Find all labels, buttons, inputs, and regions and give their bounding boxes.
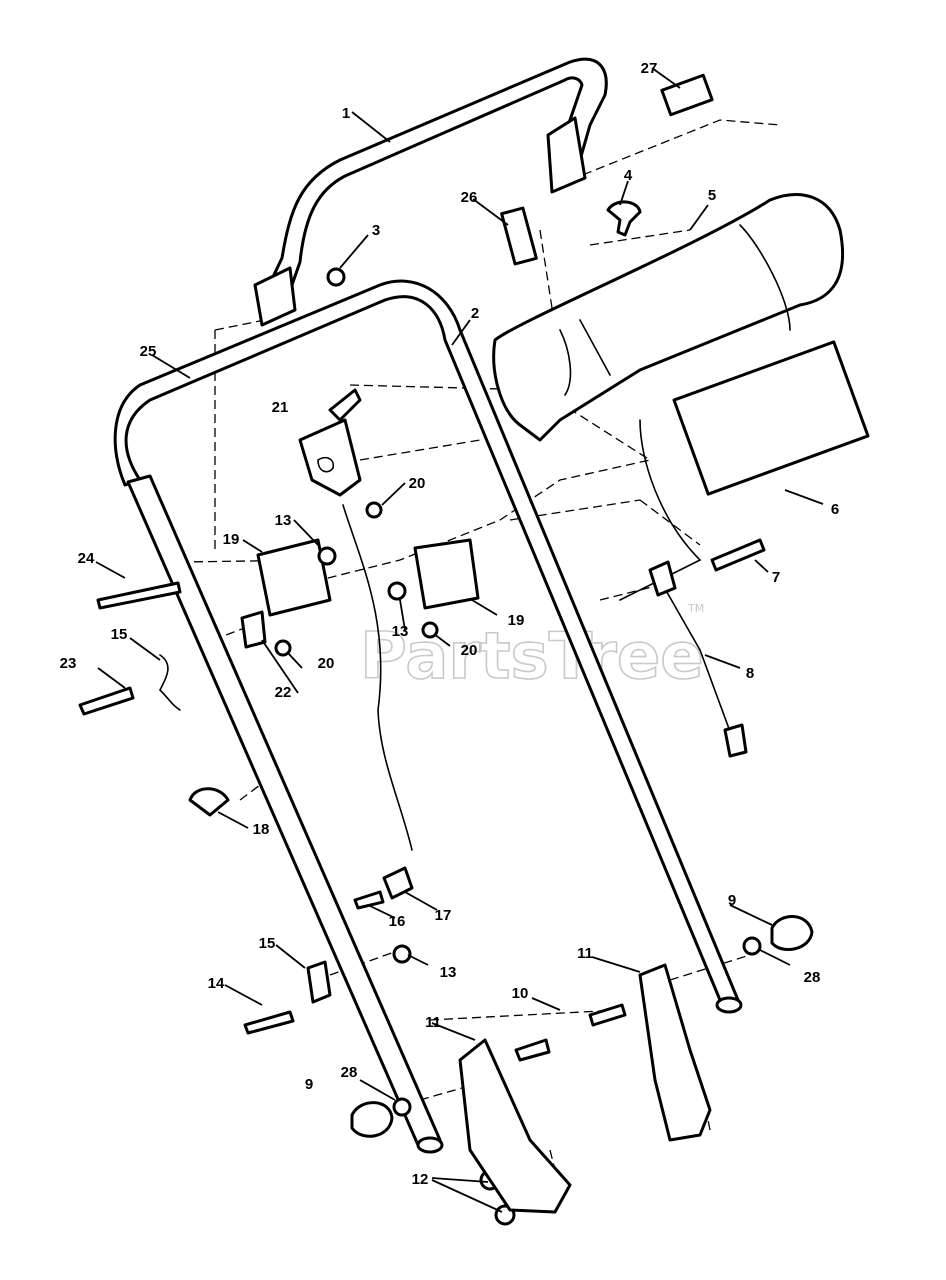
nut-3: [326, 267, 346, 287]
cable-guide-18: [188, 787, 230, 817]
warning-decal: [500, 206, 538, 266]
brake-cable: [659, 579, 736, 746]
callout-8: 8: [746, 665, 754, 682]
screw-16: [353, 890, 385, 910]
callout-11-right: 11: [577, 945, 593, 962]
nut-13b: [387, 581, 407, 601]
callout-19-left: 19: [223, 531, 240, 548]
cable-bracket: [648, 560, 677, 597]
watermark: PartsTree TM: [359, 602, 704, 695]
nut-13c: [392, 944, 412, 964]
watermark-text: PartsTree: [360, 620, 704, 694]
watermark-trademark: TM: [687, 602, 704, 615]
washer-28a: [392, 1097, 412, 1117]
callout-24: 24: [78, 550, 95, 567]
callout-21: 21: [272, 399, 289, 416]
control-bracket: [298, 388, 362, 497]
callout-20-left: 20: [318, 655, 335, 672]
callout-1: 1: [342, 105, 350, 122]
handle-knob-left: [350, 1101, 394, 1138]
callout-18: 18: [253, 821, 270, 838]
control-mount-right: [413, 538, 480, 610]
carriage-bolt-a: [588, 1003, 627, 1027]
washer-28b: [742, 936, 762, 956]
callout-11-left: 11: [425, 1014, 441, 1031]
bolt-7: [710, 538, 766, 572]
callout-numbers: 1 2 3 4 5 6 7 8 9 9 10 11 11 12 13 13 13…: [60, 60, 840, 1188]
callout-28-left: 28: [341, 1064, 358, 1081]
callout-13-low: 13: [440, 964, 457, 981]
callout-22: 22: [275, 684, 292, 701]
callout-14: 14: [208, 975, 225, 992]
callout-17: 17: [435, 907, 452, 924]
bolt-23: [78, 686, 135, 716]
nut-13a: [317, 546, 337, 566]
cable-clamp: [382, 866, 414, 900]
callout-6: 6: [831, 501, 839, 518]
handle-bracket-left: [458, 1038, 572, 1214]
callout-26: 26: [461, 189, 478, 206]
callout-5: 5: [708, 187, 716, 204]
callout-20-right: 20: [461, 642, 478, 659]
screw-20b: [274, 639, 292, 657]
clip-upper: [159, 654, 181, 711]
bag-knob: [606, 200, 642, 237]
cable-end: [723, 723, 748, 758]
callout-13-top: 13: [275, 512, 292, 529]
callout-27: 27: [641, 60, 658, 77]
decal-label: [672, 340, 870, 496]
lower-handle-frame: [113, 279, 743, 1154]
throttle-cable: [342, 504, 413, 851]
callout-19-right: 19: [508, 612, 525, 629]
callout-23: 23: [60, 655, 77, 672]
screw-20c: [421, 621, 439, 639]
control-mount-left: [256, 538, 332, 617]
grass-bag: [492, 193, 845, 601]
spacer-22: [240, 610, 267, 649]
screw-20a: [365, 501, 383, 519]
callout-20-top: 20: [409, 475, 426, 492]
callout-10: 10: [512, 985, 529, 1002]
callout-15-low: 15: [259, 935, 276, 952]
callout-15-top: 15: [111, 626, 128, 643]
callout-25: 25: [140, 343, 157, 360]
bolt-24: [96, 581, 182, 610]
callout-12: 12: [412, 1171, 429, 1188]
upper-handle: [253, 57, 608, 327]
callout-16: 16: [389, 913, 406, 930]
callout-9-right: 9: [728, 892, 736, 909]
carriage-bolt-b: [514, 1038, 551, 1062]
callout-7: 7: [772, 569, 780, 586]
small-decal: [660, 73, 714, 117]
leader-lines: [95, 67, 824, 1213]
clip-lower: [306, 960, 332, 1004]
bolt-14: [243, 1010, 295, 1035]
callout-28-right: 28: [804, 969, 821, 986]
callout-2: 2: [471, 305, 479, 322]
handle-knob-right: [770, 915, 814, 952]
callout-9-left: 9: [305, 1076, 313, 1093]
callout-4: 4: [624, 167, 633, 184]
callout-3: 3: [372, 222, 380, 239]
callout-13-mid: 13: [392, 623, 409, 640]
handle-bracket-right: [638, 963, 712, 1142]
